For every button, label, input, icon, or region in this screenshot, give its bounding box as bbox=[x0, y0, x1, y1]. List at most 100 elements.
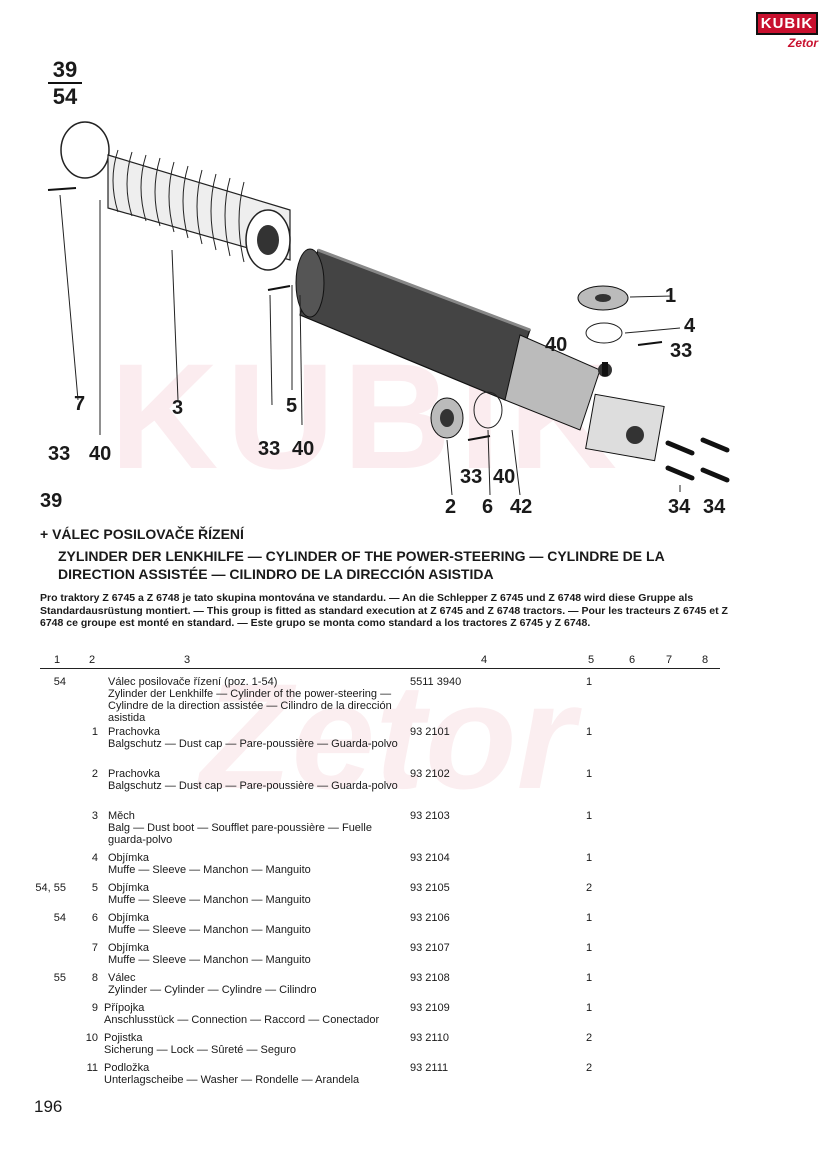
row-name-cz: Objímka bbox=[108, 882, 149, 894]
row-name-multi: Muffe — Sleeve — Manchon — Manguito bbox=[108, 924, 311, 936]
callout-2: 2 bbox=[445, 496, 457, 518]
callout-3: 3 bbox=[172, 397, 184, 419]
row-desc: Válec posilovače řízení (poz. 1-54)Zylin… bbox=[108, 676, 408, 724]
fraction-bottom: 54 bbox=[52, 84, 78, 110]
row-partno: 5511 3940 bbox=[410, 676, 462, 688]
page-fraction: 39 54 bbox=[48, 58, 82, 108]
callout-1: 1 bbox=[665, 285, 677, 307]
row-partno: 93 2111 bbox=[410, 1062, 449, 1074]
exploded-parts-diagram bbox=[47, 121, 730, 496]
callout-4: 4 bbox=[684, 315, 696, 337]
logo-sub: Zetor bbox=[788, 36, 818, 50]
row-name-cz: Objímka bbox=[108, 852, 149, 864]
row-name-multi: Balgschutz — Dust cap — Pare-poussière —… bbox=[108, 738, 398, 750]
row-partno: 93 2108 bbox=[410, 972, 450, 984]
sleeve-6-drawing bbox=[473, 391, 503, 429]
title-multilingual: ZYLINDER DER LENKHILFE — CYLINDER OF THE… bbox=[58, 548, 665, 583]
col-header-6: 6 bbox=[629, 654, 636, 666]
callout-33: 33 bbox=[48, 443, 71, 465]
col-header-1: 1 bbox=[54, 654, 61, 666]
logo-brand: KUBIK bbox=[756, 12, 818, 35]
row-pos: 7 bbox=[91, 942, 98, 954]
row-qty: 1 bbox=[586, 942, 593, 954]
callout-42: 42 bbox=[510, 496, 533, 518]
row-name-cz: Podložka bbox=[104, 1062, 150, 1074]
row-partno: 93 2109 bbox=[410, 1002, 450, 1014]
row-qty: 2 bbox=[586, 882, 593, 894]
row-name-cz: Přípojka bbox=[104, 1002, 145, 1014]
row-qty: 1 bbox=[586, 768, 593, 780]
row-name-multi: Zylinder der Lenkhilfe — Cylinder of the… bbox=[108, 688, 392, 724]
row-qty: 1 bbox=[586, 972, 593, 984]
row-partno: 93 2106 bbox=[410, 912, 450, 924]
row-pos: 2 bbox=[91, 768, 98, 780]
bolts-34-drawing bbox=[665, 437, 730, 483]
row-ref: 54 bbox=[53, 676, 66, 688]
zetor-watermark: Zetor bbox=[200, 652, 575, 820]
row-qty: 1 bbox=[586, 912, 593, 924]
sleeve-4-drawing bbox=[585, 322, 623, 344]
dust-cap-7-drawing bbox=[60, 121, 110, 179]
col-header-4: 4 bbox=[481, 654, 488, 666]
row-name-cz: Pojistka bbox=[104, 1032, 143, 1044]
row-name-multi: Muffe — Sleeve — Manchon — Manguito bbox=[108, 864, 311, 876]
row-qty: 2 bbox=[586, 1062, 593, 1074]
row-name-cz: Objímka bbox=[108, 942, 149, 954]
row-partno: 93 2105 bbox=[410, 882, 450, 894]
row-pos: 4 bbox=[91, 852, 98, 864]
bellows-drawing bbox=[107, 149, 291, 271]
callout-33: 33 bbox=[258, 438, 281, 460]
row-partno: 93 2101 bbox=[410, 726, 450, 738]
row-partno: 93 2110 bbox=[410, 1032, 449, 1044]
title-czech: + VÁLEC POSILOVAČE ŘÍZENÍ bbox=[40, 526, 244, 542]
row-pos: 3 bbox=[91, 810, 98, 822]
row-pos: 10 bbox=[85, 1032, 98, 1044]
row-name-cz: Prachovka bbox=[108, 726, 160, 738]
row-qty: 1 bbox=[586, 852, 593, 864]
callout-34: 34 bbox=[703, 496, 726, 518]
callout-33: 33 bbox=[460, 466, 483, 488]
row-qty: 1 bbox=[586, 726, 593, 738]
row-ref: 54, 55 bbox=[35, 882, 66, 894]
callout-33: 33 bbox=[670, 340, 693, 362]
col-header-3: 3 bbox=[184, 654, 191, 666]
group-number: 39 bbox=[40, 490, 63, 512]
col-header-8: 8 bbox=[702, 654, 709, 666]
fraction-top: 39 bbox=[52, 57, 78, 82]
row-name-cz: Objímka bbox=[108, 912, 149, 924]
row-qty: 1 bbox=[586, 676, 593, 688]
header-rule bbox=[40, 668, 720, 669]
row-name-cz: Měch bbox=[108, 810, 135, 822]
row-pos: 11 bbox=[86, 1062, 98, 1074]
row-name-multi: Anschlusstück — Connection — Raccord — C… bbox=[104, 1014, 380, 1026]
row-partno: 93 2104 bbox=[410, 852, 450, 864]
callout-6: 6 bbox=[482, 496, 494, 518]
row-pos: 8 bbox=[91, 972, 98, 984]
row-name-cz: Válec posilovače řízení (poz. 1-54) bbox=[108, 676, 278, 688]
row-name-multi: Muffe — Sleeve — Manchon — Manguito bbox=[108, 894, 311, 906]
row-name-multi: Unterlagscheibe — Washer — Rondelle — Ar… bbox=[104, 1074, 360, 1086]
kubik-zetor-logo: KUBIK Zetor bbox=[756, 12, 818, 50]
row-partno: 93 2107 bbox=[410, 942, 450, 954]
page-number: 196 bbox=[34, 1097, 63, 1116]
row-ref: 55 bbox=[53, 972, 66, 984]
row-name-multi: Balg — Dust boot — Soufflet pare-poussiè… bbox=[108, 822, 372, 846]
col-header-2: 2 bbox=[89, 654, 96, 666]
screws-33-drawing bbox=[47, 187, 663, 441]
row-pos: 1 bbox=[91, 726, 98, 738]
row-ref: 54 bbox=[53, 912, 66, 924]
callout-40: 40 bbox=[545, 334, 568, 356]
row-pos: 9 bbox=[91, 1002, 98, 1014]
row-partno: 93 2103 bbox=[410, 810, 450, 822]
row-qty: 1 bbox=[586, 810, 593, 822]
fraction-line bbox=[48, 82, 82, 85]
